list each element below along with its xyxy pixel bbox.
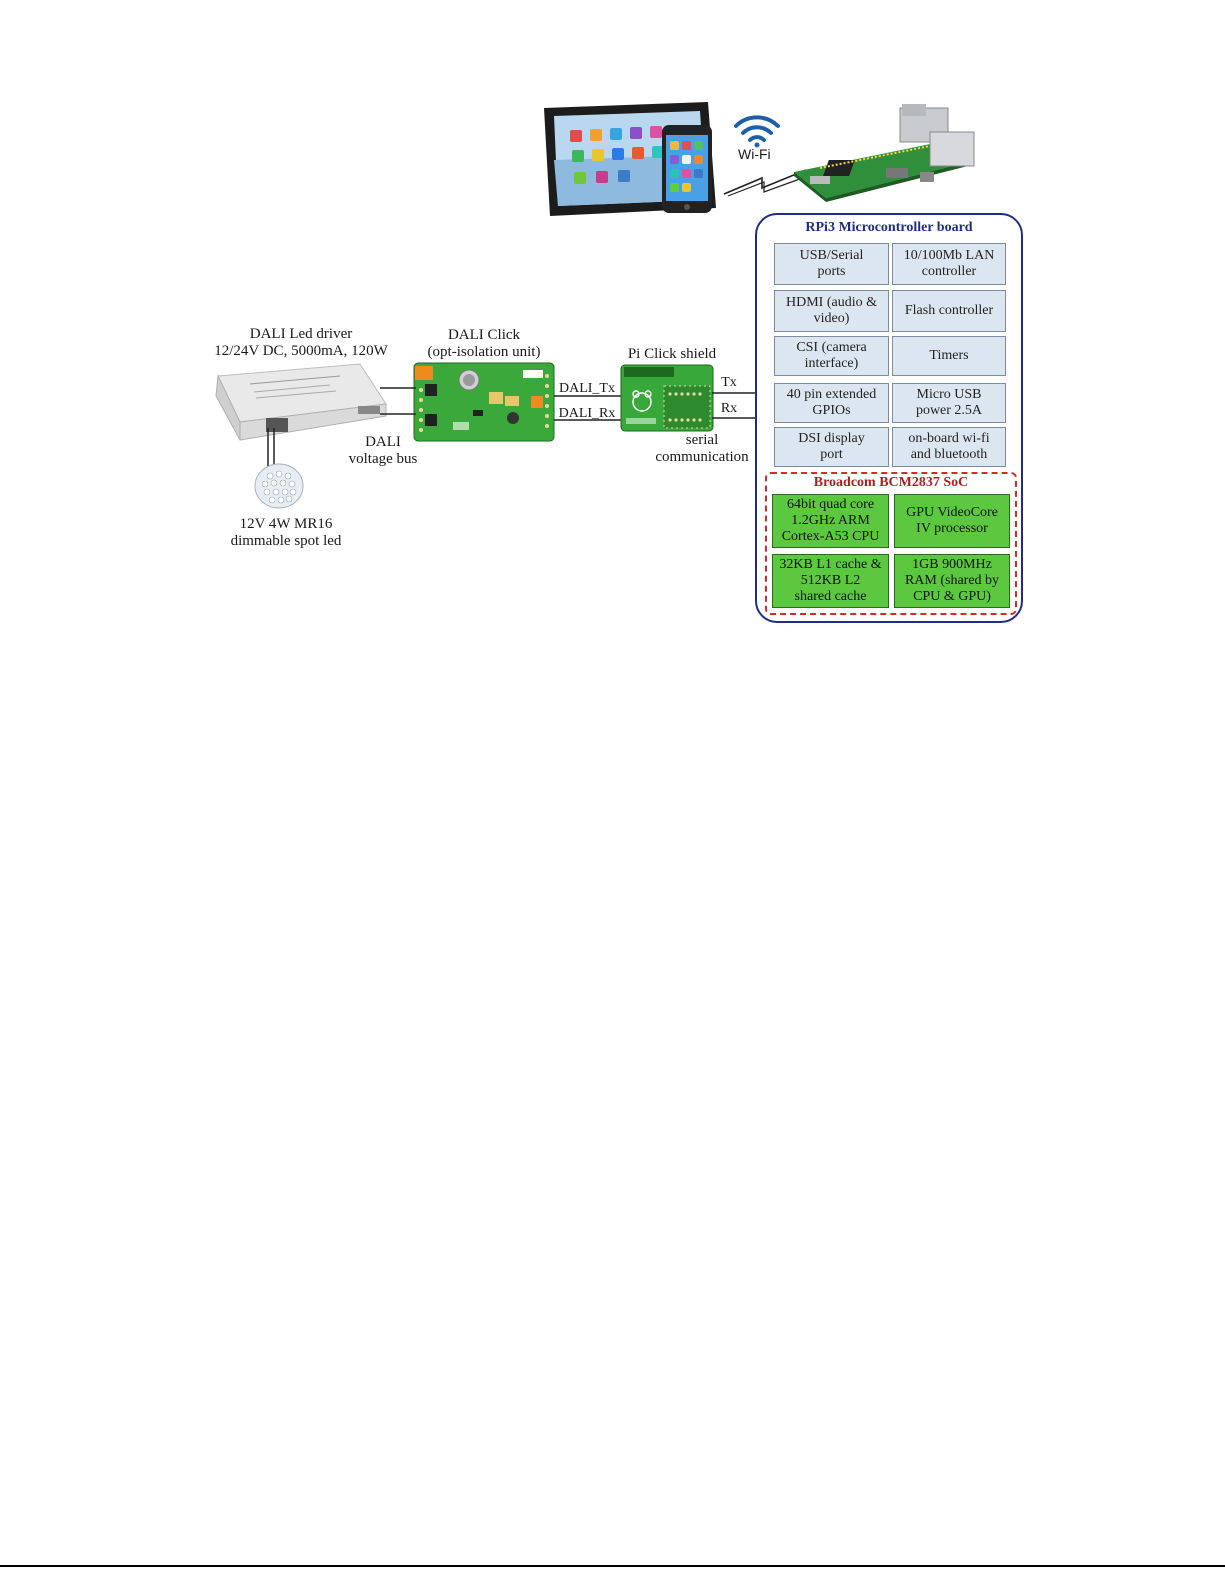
- peripheral-gpios: 40 pin extended GPIOs: [774, 383, 889, 423]
- wifi-label: Wi-Fi: [738, 146, 771, 162]
- peripheral-csi: CSI (camera interface): [774, 336, 889, 376]
- soc-gpu: GPU VideoCore IV processor: [894, 494, 1010, 548]
- spot-led-label-line2: dimmable spot led: [230, 533, 342, 549]
- serial-label-line1: serial: [685, 432, 719, 448]
- soc-title: Broadcom BCM2837 SoC: [813, 475, 969, 490]
- wifi-icon: [734, 115, 780, 148]
- peripheral-dsi-display: DSI display port: [774, 427, 889, 467]
- spot-led-image: [254, 463, 304, 509]
- peripheral-wifi-bluetooth: on-board wi-fi and bluetooth: [892, 427, 1006, 467]
- dali-rx-label: DALI_Rx: [558, 406, 616, 421]
- wireless-link-icon: [723, 169, 809, 197]
- spot-led-label-line1: 12V 4W MR16: [239, 516, 333, 532]
- soc-ram: 1GB 900MHz RAM (shared by CPU & GPU): [894, 554, 1010, 608]
- dali-click-board-image: [413, 362, 555, 442]
- tx-label: Tx: [721, 375, 737, 390]
- dali-bus-label-line1: DALI: [365, 434, 401, 450]
- rx-label: Rx: [720, 401, 738, 416]
- raspberry-pi-board-image: [794, 104, 975, 202]
- soc-cache: 32KB L1 cache & 512KB L2 shared cache: [772, 554, 889, 608]
- peripheral-lan-controller: 10/100Mb LAN controller: [892, 243, 1006, 285]
- rpi3-board-panel: RPi3 Microcontroller board USB/Serial po…: [755, 213, 1023, 623]
- pi-click-shield-title: Pi Click shield: [627, 346, 717, 362]
- smartphone-image: [662, 125, 712, 213]
- peripheral-flash-controller: Flash controller: [892, 290, 1006, 332]
- dali-bus-wires: [380, 387, 416, 415]
- rpi3-board-title: RPi3 Microcontroller board: [805, 220, 973, 235]
- peripheral-timers: Timers: [892, 336, 1006, 376]
- led-driver-title: DALI Led driver: [249, 326, 353, 342]
- led-wires-icon: [267, 428, 275, 468]
- pi-click-shield-image: [620, 364, 714, 432]
- dali-bus-label-line2: voltage bus: [348, 451, 418, 467]
- dali-tx-rx-lines: [554, 395, 622, 421]
- serial-label-line2: communication: [655, 449, 749, 465]
- soc-cpu: 64bit quad core 1.2GHz ARM Cortex-A53 CP…: [772, 494, 889, 548]
- peripheral-micro-usb-power: Micro USB power 2.5A: [892, 383, 1006, 423]
- dali-click-title: DALI Click: [447, 327, 521, 343]
- peripheral-hdmi: HDMI (audio & video): [774, 290, 889, 332]
- dali-click-subtitle: (opt-isolation unit): [427, 344, 541, 360]
- dali-led-driver-image: [215, 363, 387, 441]
- soc-box: Broadcom BCM2837 SoC 64bit quad core 1.2…: [765, 472, 1017, 615]
- peripheral-usb-serial: USB/Serial ports: [774, 243, 889, 285]
- dali-tx-label: DALI_Tx: [559, 381, 615, 396]
- led-driver-spec: 12/24V DC, 5000mA, 120W: [214, 343, 388, 359]
- page-footer-rule: [0, 1565, 1225, 1567]
